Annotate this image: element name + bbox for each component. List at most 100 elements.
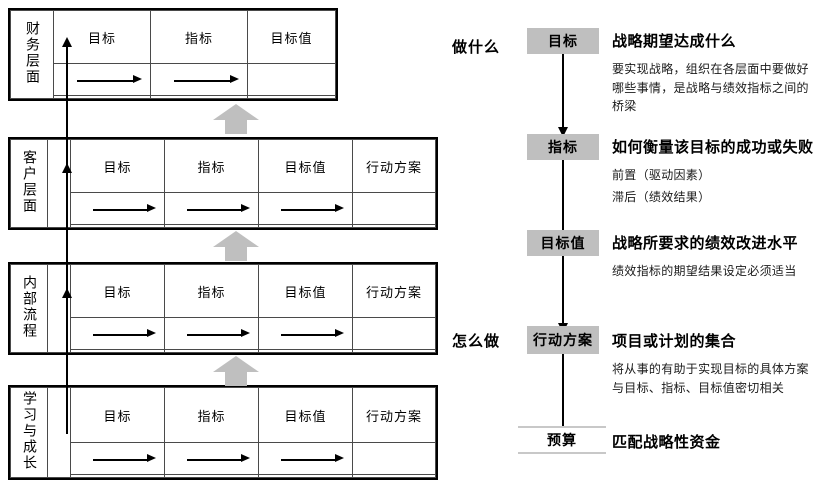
- arrow-cell: [258, 317, 353, 351]
- arrow-cell: [53, 63, 151, 97]
- flow-connector-1: [557, 54, 568, 137]
- column-header-objective: 目标: [70, 386, 165, 444]
- arrow-cell: [258, 192, 353, 226]
- empty-cell: [70, 224, 165, 228]
- perspective-label-cell: 内部流程: [10, 264, 48, 353]
- column-header-objective: 目标: [70, 138, 165, 194]
- flow-desc-initiative: 将从事的有助于实现目标的具体方案与目标、指标、目标值密切相关: [612, 362, 809, 395]
- arrow-cell: [164, 317, 259, 351]
- side-label-how-to-do: 怎么做: [452, 332, 501, 350]
- perspective-label-customer: 客户层面: [21, 149, 38, 214]
- arrow-shaft: [187, 458, 242, 461]
- column-header-target: 目标值: [258, 138, 353, 194]
- flow-desc-measure-lagging: 滞后（绩效结果）: [612, 190, 711, 204]
- empty-cell: [258, 349, 353, 353]
- empty-cell: [258, 474, 353, 478]
- perspective-table-internal-process: 内部流程 目标 指标 目标值 行动方案: [8, 262, 438, 355]
- flow-box-target[interactable]: 目标值: [527, 230, 599, 256]
- flow-box-measure[interactable]: 指标: [527, 134, 599, 160]
- arrow-cell: [70, 442, 165, 476]
- arrow-shaft: [281, 458, 336, 461]
- arrow-shaft: [225, 372, 247, 386]
- empty-cell: [352, 349, 436, 353]
- empty-cell: [164, 224, 259, 228]
- arrow-head-icon: [335, 454, 345, 463]
- arrow-shaft: [225, 120, 247, 134]
- arrow-shaft: [225, 247, 247, 261]
- flow-title-budget: 匹配战略性资金: [612, 433, 721, 451]
- arrow-head-icon: [335, 329, 345, 338]
- perspective-label-financial: 财务层面: [24, 20, 41, 85]
- arrow-head-icon: [335, 204, 345, 213]
- column-header-initiative: 行动方案: [352, 263, 436, 319]
- arrow-cell: [164, 192, 259, 226]
- perspective-table-learning-growth: 学习与成长 目标 指标 目标值 行动方案: [8, 385, 438, 480]
- arrow-head-icon: [557, 127, 568, 137]
- flow-title-objective: 战略期望达成什么: [612, 32, 737, 50]
- empty-cell: [352, 224, 436, 228]
- column-header-measure: 指标: [164, 263, 259, 319]
- arrow-shaft: [187, 333, 242, 336]
- arrow-head-icon: [61, 37, 72, 47]
- arrow-shaft: [187, 208, 242, 211]
- perspective-label-learning-growth: 学习与成长: [21, 390, 38, 471]
- perspective-label-internal-process: 内部流程: [21, 274, 38, 339]
- gray-up-arrow-customer-to-financial: [213, 104, 259, 134]
- flow-title-target: 战略所要求的绩效改进水平: [612, 234, 799, 252]
- arrow-head-icon: [147, 204, 157, 213]
- flow-desc-objective: 要实现战略，组织在各层面中要做好哪些事情，是战略与绩效指标之间的桥梁: [612, 62, 809, 114]
- arrow-shaft: [93, 208, 148, 211]
- arrow-cell: [70, 317, 165, 351]
- arrow-head-icon: [213, 231, 259, 247]
- vertical-arrow-process-to-customer: [61, 163, 72, 308]
- empty-cell: [247, 95, 336, 99]
- arrow-cell: [150, 63, 248, 97]
- arrow-head-icon: [132, 75, 142, 84]
- arrow-head-icon: [213, 356, 259, 372]
- column-header-initiative: 行动方案: [352, 386, 436, 444]
- empty-cell: [352, 474, 436, 478]
- arrow-shaft: [93, 333, 148, 336]
- flow-desc-measure-leading: 前置（驱动因素）: [612, 168, 711, 182]
- arrow-shaft: [174, 79, 230, 82]
- flow-title-initiative: 项目或计划的集合: [612, 332, 737, 350]
- arrow-head-icon: [229, 75, 239, 84]
- empty-cell: [150, 95, 248, 99]
- side-label-what-to-do: 做什么: [452, 38, 501, 56]
- gray-up-arrow-learning-to-process: [213, 356, 259, 386]
- arrow-head-icon: [213, 104, 259, 120]
- empty-cell: [70, 474, 165, 478]
- column-header-target: 目标值: [258, 263, 353, 319]
- vertical-arrow-learning-to-process: [61, 288, 72, 434]
- perspective-table-customer: 客户层面 目标 指标 目标值 行动方案: [8, 137, 438, 230]
- empty-cell: [352, 442, 436, 476]
- arrow-cell: [70, 192, 165, 226]
- arrow-cell: [258, 442, 353, 476]
- column-header-objective: 目标: [70, 263, 165, 319]
- flow-box-objective[interactable]: 目标: [527, 28, 599, 54]
- empty-cell: [164, 349, 259, 353]
- empty-cell: [247, 63, 336, 97]
- perspective-label-cell: 财务层面: [10, 10, 54, 99]
- flow-desc-target: 绩效指标的期望结果设定必须适当: [612, 264, 797, 278]
- arrow-shaft: [281, 333, 336, 336]
- empty-cell: [53, 95, 151, 99]
- empty-cell: [164, 474, 259, 478]
- flow-box-budget[interactable]: 预算: [518, 426, 606, 454]
- arrow-head-icon: [241, 204, 251, 213]
- column-header-target: 目标值: [258, 386, 353, 444]
- arrow-head-icon: [147, 454, 157, 463]
- column-header-measure: 指标: [164, 386, 259, 444]
- arrow-head-icon: [241, 329, 251, 338]
- gray-up-arrow-process-to-customer: [213, 231, 259, 261]
- vertical-arrow-customer-to-financial: [61, 37, 72, 182]
- flow-box-initiative[interactable]: 行动方案: [527, 326, 599, 354]
- column-header-measure: 指标: [164, 138, 259, 194]
- perspective-table-financial: 财务层面 目标 指标 目标值: [8, 8, 338, 101]
- empty-cell: [352, 192, 436, 226]
- column-header-initiative: 行动方案: [352, 138, 436, 194]
- arrow-head-icon: [61, 288, 72, 298]
- flow-connector-2: [557, 160, 568, 243]
- arrow-shaft: [77, 79, 133, 82]
